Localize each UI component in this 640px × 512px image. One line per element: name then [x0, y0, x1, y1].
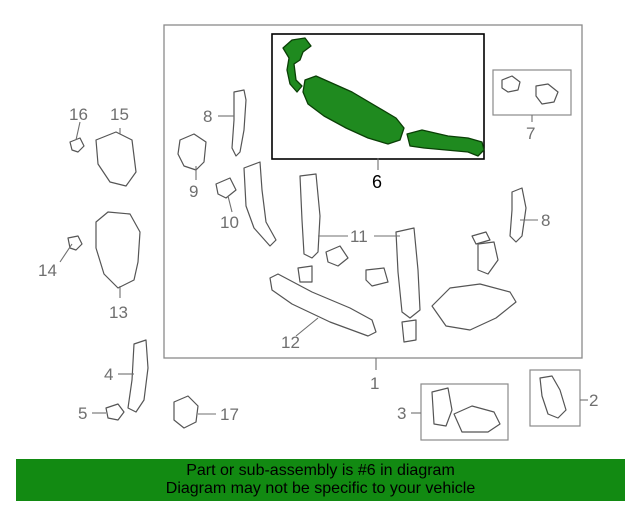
callout-13: 13: [109, 303, 128, 322]
part-7-frame: [492, 69, 572, 116]
callout-2: 2: [589, 391, 598, 410]
part-12[interactable]: [269, 273, 377, 337]
part-8-right[interactable]: [509, 187, 527, 243]
part-17[interactable]: [173, 395, 199, 429]
callout-16: 16: [69, 105, 88, 124]
callout-7: 7: [526, 124, 535, 143]
part-4[interactable]: [127, 339, 149, 413]
part-right-inner[interactable]: [431, 231, 517, 331]
info-banner: Part or sub-assembly is #6 in diagram Di…: [16, 459, 625, 501]
part-8-left[interactable]: [231, 89, 247, 157]
callout-11: 11: [350, 227, 368, 246]
callout-1: 1: [370, 374, 379, 393]
part-7-brackets[interactable]: [501, 75, 559, 105]
part-13[interactable]: [95, 211, 141, 289]
callout-6: 6: [372, 172, 382, 192]
callout-12: 12: [281, 333, 300, 352]
banner-background: [16, 459, 625, 501]
part-10[interactable]: [215, 161, 277, 247]
part-16[interactable]: [69, 137, 85, 153]
callout-14: 14: [38, 261, 57, 280]
part-2[interactable]: [539, 375, 567, 419]
callout-4: 4: [104, 365, 113, 384]
banner-line-1: Part or sub-assembly is #6 in diagram: [186, 462, 455, 479]
callout-17: 17: [220, 405, 239, 424]
callout-5: 5: [78, 404, 87, 423]
leader-lines: [59, 115, 588, 415]
callout-8-right: 8: [541, 211, 550, 230]
banner-line-2: Diagram may not be specific to your vehi…: [165, 480, 476, 497]
callout-8-left: 8: [203, 107, 212, 126]
part-3[interactable]: [431, 387, 501, 433]
part-5[interactable]: [105, 403, 125, 421]
callout-9: 9: [189, 182, 198, 201]
part-14[interactable]: [67, 235, 83, 251]
part-6-highlighted[interactable]: [282, 37, 485, 157]
part-11[interactable]: [297, 173, 421, 343]
callout-10: 10: [220, 213, 239, 232]
callout-3: 3: [397, 404, 406, 423]
part-15[interactable]: [95, 131, 137, 187]
part-9[interactable]: [177, 133, 207, 171]
callout-15: 15: [110, 105, 129, 124]
